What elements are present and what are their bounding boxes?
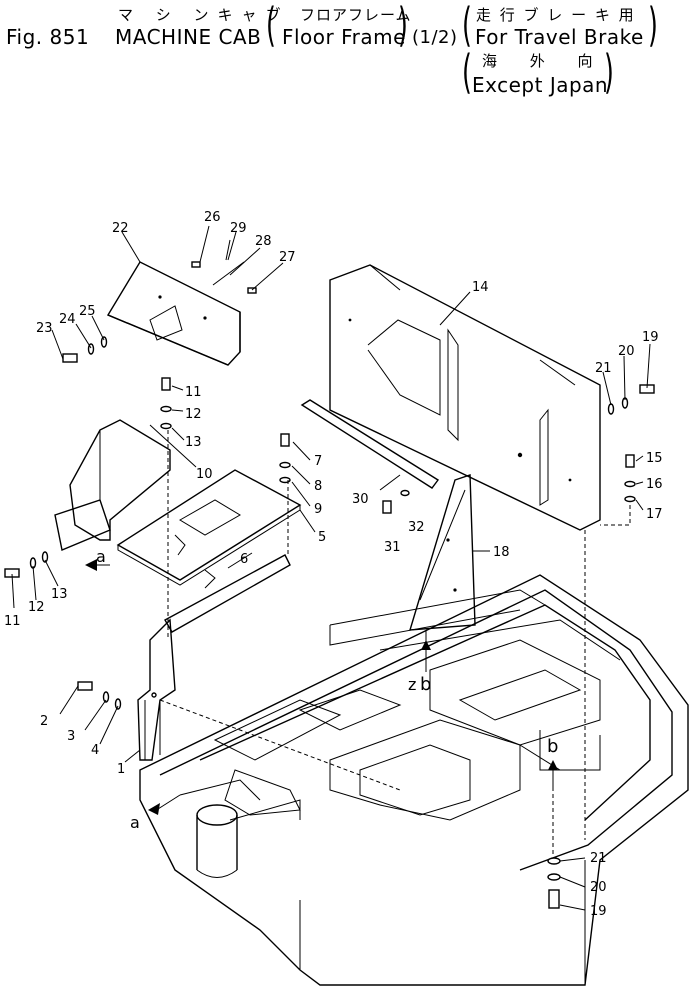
part-5-floor-plate xyxy=(116,469,302,586)
callout-24: 24 xyxy=(59,312,76,327)
callout-21-bottom: 21 xyxy=(590,851,607,866)
callout-22: 22 xyxy=(112,221,129,236)
callout-27: 27 xyxy=(279,250,296,265)
callout-16: 16 xyxy=(646,477,663,492)
bracket-open: ( xyxy=(462,0,472,52)
callout-3: 3 xyxy=(67,729,75,744)
callout-30: 30 xyxy=(352,492,369,507)
kana-travel-brake: 走 行 ブ レ ー キ 用 xyxy=(476,6,636,24)
callout-25: 25 xyxy=(79,304,96,319)
callout-20-top: 20 xyxy=(618,344,635,359)
kana-export: 海 外 向 xyxy=(482,52,607,70)
callout-14: 14 xyxy=(472,280,489,295)
callout-19-top: 19 xyxy=(642,330,659,345)
figure-subtitle: Floor Frame xyxy=(282,25,406,49)
callout-12-left: 12 xyxy=(28,600,45,615)
callout-20-bottom: 20 xyxy=(590,880,607,895)
marker-b-right: b xyxy=(547,736,558,757)
callout-29: 29 xyxy=(230,221,247,236)
leader-lines xyxy=(11,225,651,911)
callout-7: 7 xyxy=(314,454,322,469)
callout-15: 15 xyxy=(646,451,663,466)
part-18-gusset xyxy=(409,474,476,631)
bracket-close: ) xyxy=(604,45,614,99)
callout-28: 28 xyxy=(255,234,272,249)
callout-6: 6 xyxy=(240,552,248,567)
callout-31: 31 xyxy=(384,540,401,555)
callout-1: 1 xyxy=(117,762,125,777)
callouts: 22 26 29 28 27 23 24 25 14 19 20 21 11 1… xyxy=(4,210,663,919)
callout-17: 17 xyxy=(646,507,663,522)
callout-21-top: 21 xyxy=(595,361,612,376)
page-indicator: (1/2) xyxy=(412,27,458,48)
callout-13-left: 13 xyxy=(51,587,68,602)
variant-label: For Travel Brake xyxy=(475,25,644,49)
callout-8: 8 xyxy=(314,479,322,494)
part-1-pillar xyxy=(137,618,176,761)
marker-b-upper: b xyxy=(420,674,431,695)
kana-title: マ シ ンキャブ xyxy=(118,6,290,24)
callout-12-top: 12 xyxy=(185,407,202,422)
callout-19-bottom: 19 xyxy=(590,904,607,919)
part-6-rail xyxy=(164,534,291,633)
bracket-close: ) xyxy=(648,0,658,52)
callout-18: 18 xyxy=(493,545,510,560)
marker-a-lower: a xyxy=(130,813,140,832)
figure-title: MACHINE CAB xyxy=(115,25,262,49)
callout-23: 23 xyxy=(36,321,53,336)
reference-markers: a a z b b xyxy=(96,547,558,832)
callout-11-left: 11 xyxy=(4,614,21,629)
kana-floor-frame: フロアフレーム xyxy=(300,6,412,24)
callout-9: 9 xyxy=(314,502,322,517)
callout-32: 32 xyxy=(408,520,425,535)
marker-z: z xyxy=(408,675,416,694)
floor-frame xyxy=(139,574,689,986)
fasteners xyxy=(4,239,655,909)
reference-arrows xyxy=(85,559,558,815)
callout-11-top: 11 xyxy=(185,385,202,400)
bracket-open: ( xyxy=(462,45,472,99)
marker-a-upper: a xyxy=(96,547,106,566)
part-14-rear-panel xyxy=(329,264,601,531)
callout-10: 10 xyxy=(196,467,213,482)
bracket-close: ) xyxy=(398,0,408,52)
callout-13-top: 13 xyxy=(185,435,202,450)
callout-4: 4 xyxy=(91,743,99,758)
part-10-side-cover xyxy=(54,419,171,551)
callout-5: 5 xyxy=(318,530,326,545)
part-30-bar xyxy=(300,399,440,489)
callout-2: 2 xyxy=(40,714,48,729)
callout-26: 26 xyxy=(204,210,221,225)
figure-number: Fig. 851 xyxy=(6,25,90,49)
region-label: Except Japan xyxy=(472,73,609,97)
part-22-console-cover xyxy=(106,261,241,366)
bracket-open: ( xyxy=(266,0,276,52)
